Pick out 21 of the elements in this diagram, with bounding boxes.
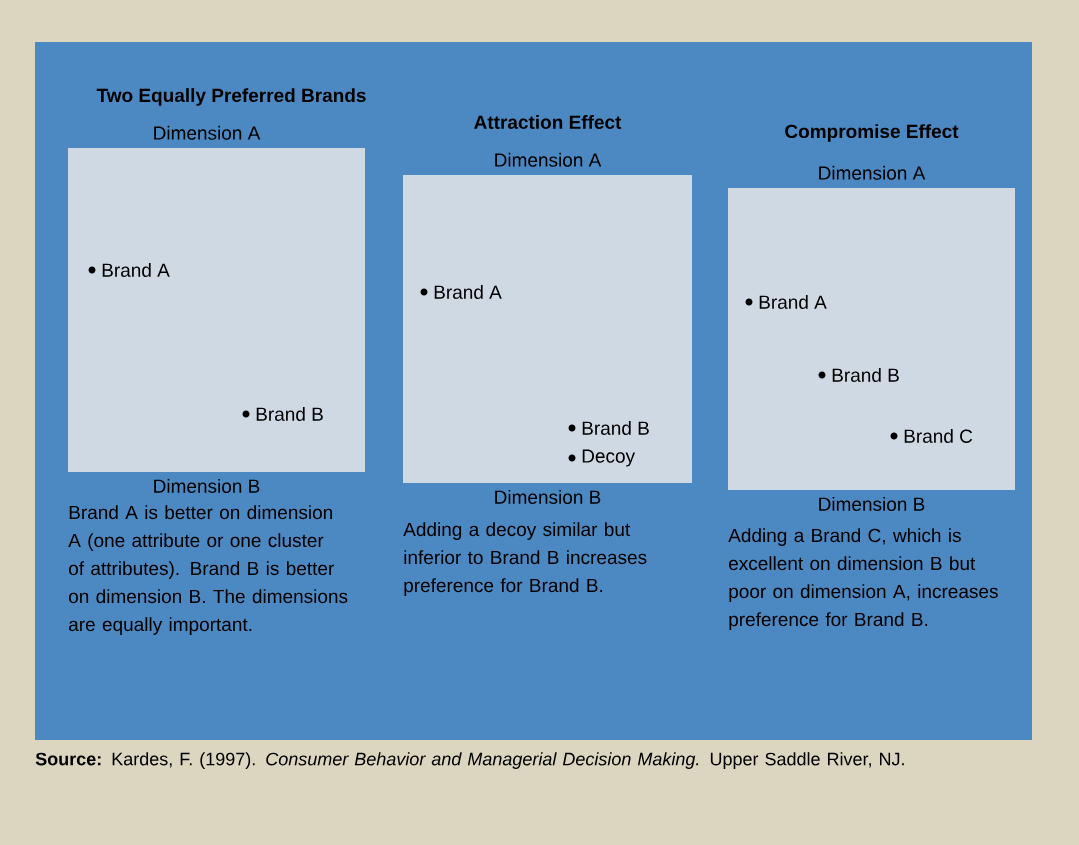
point-label: Brand B xyxy=(256,407,323,421)
source-note: Source: Kardes, F. (1997). Consumer Behavior and Managerial Decision Making. Upper Saddle River, NJ. xyxy=(35,752,904,769)
point-label: Brand A xyxy=(759,295,827,309)
axis-label: Dimension B xyxy=(154,479,260,493)
description: Adding a decoy similar but inferior to Brand B increases preference for Brand B. xyxy=(403,522,647,596)
point-label: Brand A xyxy=(102,263,170,277)
point-label: Decoy xyxy=(582,449,635,467)
axis-label: Dimension A xyxy=(819,165,926,180)
description: Adding a Brand C, which is excellent on dimension B but poor on dimension A, increases preference for Brand B. xyxy=(728,528,998,630)
axis-label: Dimension B xyxy=(495,490,601,504)
point-label: Brand B xyxy=(582,421,649,435)
point-label: Brand A xyxy=(434,285,502,299)
axis-label: Dimension A xyxy=(154,125,261,140)
axis-label: Dimension A xyxy=(495,152,602,167)
description: Brand A is better on dimension A (one attribute or one cluster of attributes). Brand B is better on dimension B. The dimensions are equally important. xyxy=(68,505,348,635)
point-label: Brand B xyxy=(832,368,899,382)
panel-title: Attraction Effect xyxy=(474,115,622,129)
panel-title: Two Equally Preferred Brands xyxy=(96,88,366,106)
panel-title: Compromise Effect xyxy=(785,124,959,142)
axis-label: Dimension B xyxy=(819,497,925,511)
point-label: Brand C xyxy=(904,429,973,443)
